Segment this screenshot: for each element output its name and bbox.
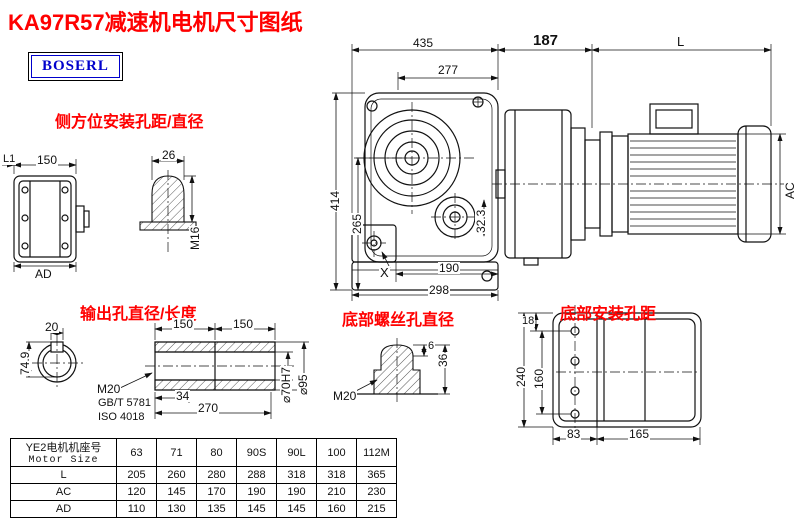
label-bottom-screw: 底部螺丝孔直径 — [342, 312, 455, 329]
table-size-col: 63 — [116, 438, 157, 467]
table-size-col: 100 — [316, 438, 357, 467]
dim-165: 165 — [628, 427, 651, 441]
table-size-col: 80 — [196, 438, 237, 467]
dim-M16: M16 — [188, 225, 202, 251]
dim-190: 190 — [438, 261, 461, 275]
table-cell: 145 — [156, 483, 197, 501]
table-cell: 145 — [276, 500, 317, 518]
table-cell: 110 — [116, 500, 157, 518]
table-cell: 130 — [156, 500, 197, 518]
table-cell: 120 — [116, 483, 157, 501]
dim-160: 160 — [532, 367, 546, 390]
dim-150-a: 150 — [172, 317, 195, 331]
table-cell: 190 — [236, 483, 277, 501]
dim-277: 277 — [437, 63, 460, 77]
bottom-mount-view — [552, 312, 702, 428]
table-cell: 288 — [236, 466, 277, 484]
table-cell: 215 — [356, 500, 397, 518]
dim-435: 435 — [412, 36, 435, 50]
dim-36: 36 — [436, 352, 450, 368]
table-header-en: Motor Size — [28, 455, 99, 466]
dim-18: 18 — [521, 315, 536, 327]
dim-83: 83 — [566, 427, 582, 441]
table-cell: 210 — [316, 483, 357, 501]
table-cell: 145 — [236, 500, 277, 518]
detail-lines — [352, 97, 736, 271]
side-mount-view — [13, 175, 90, 263]
dim-M20-output: M20 — [96, 382, 122, 396]
table-cell: 135 — [196, 500, 237, 518]
label-bottom-mount: 底部安装孔距 — [560, 306, 657, 323]
dim-26: 26 — [161, 148, 177, 162]
table-size-col: 71 — [156, 438, 197, 467]
dim-150-side: 150 — [36, 153, 59, 167]
table-size-col: 90L — [276, 438, 317, 467]
dim-outer-95: ⌀95 — [296, 373, 310, 396]
table-header-motor-size: YE2电机机座号 Motor Size — [10, 438, 117, 467]
front-view — [351, 92, 499, 291]
table-cell: 170 — [196, 483, 237, 501]
page-title: KA97R57减速机电机尺寸图纸 — [8, 10, 303, 35]
section-hatch-shapes — [139, 175, 421, 395]
table-header-row: YE2电机机座号 Motor Size 63 71 80 90S 90L 100… — [10, 438, 397, 467]
dim-265: 265 — [350, 212, 364, 235]
label-output-hole: 输出孔直径/长度 — [80, 306, 197, 323]
dim-AD: AD — [34, 267, 53, 281]
brand-logo-text: BOSERL — [31, 55, 120, 78]
dim-AC: AC — [783, 181, 797, 200]
table-row-label: L — [10, 466, 117, 484]
dim-M20-bottom: M20 — [332, 389, 358, 403]
dim-L1: L1 — [2, 153, 17, 165]
dim-34: 34 — [175, 389, 191, 403]
table-header-cn: YE2电机机座号 — [25, 442, 102, 454]
dim-240: 240 — [514, 365, 528, 388]
table-row-label: AC — [10, 483, 117, 501]
dim-270: 270 — [197, 401, 220, 415]
table-cell: 280 — [196, 466, 237, 484]
dim-150-b: 150 — [232, 317, 255, 331]
motor-size-table: YE2电机机座号 Motor Size 63 71 80 90S 90L 100… — [10, 438, 397, 518]
dim-187: 187 — [532, 32, 560, 49]
label-side-mount: 侧方位安装孔距/直径 — [55, 114, 204, 131]
table-size-col: 112M — [356, 438, 397, 467]
dim-32-3: 32.3 — [474, 208, 488, 234]
table-row-AC: AC 120 145 170 190 190 210 230 — [10, 483, 397, 501]
thread-standard-iso: ISO 4018 — [97, 411, 146, 423]
table-row-L: L 205 260 280 288 318 318 365 — [10, 466, 397, 484]
table-row-label: AD — [10, 500, 117, 518]
side-view-motor — [495, 103, 772, 266]
table-cell: 365 — [356, 466, 397, 484]
brand-logo: BOSERL — [28, 52, 123, 81]
table-row-AD: AD 110 130 135 145 145 160 215 — [10, 500, 397, 518]
dim-bore-70H7: ⌀70H7 — [279, 366, 293, 404]
dim-298: 298 — [428, 283, 451, 297]
table-cell: 230 — [356, 483, 397, 501]
dim-X: X — [379, 265, 390, 280]
dim-6: 6 — [427, 340, 436, 352]
table-cell: 190 — [276, 483, 317, 501]
table-size-col: 90S — [236, 438, 277, 467]
dim-414: 414 — [328, 189, 342, 212]
dim-L: L — [676, 34, 686, 49]
table-cell: 160 — [316, 500, 357, 518]
table-cell: 318 — [316, 466, 357, 484]
dim-74-9: 74.9 — [18, 350, 32, 376]
table-cell: 260 — [156, 466, 197, 484]
table-cell: 318 — [276, 466, 317, 484]
thread-standard-gbt: GB/T 5781 — [97, 397, 152, 409]
table-cell: 205 — [116, 466, 157, 484]
dim-20: 20 — [44, 320, 60, 334]
